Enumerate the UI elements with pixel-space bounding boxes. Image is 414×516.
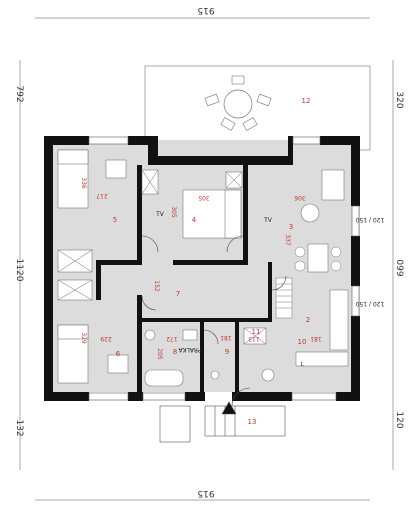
room-11-number: 11 [252,328,261,336]
dim-top: 915 [197,5,214,15]
laundry-label: PRALKA [178,346,202,353]
dining-table [294,243,342,273]
dim-right-top: 320 [394,91,404,108]
room-6-width: 229 [100,335,112,342]
room-10-number: 10 [298,338,307,346]
dim-left-top: 792 [14,85,24,102]
room-11-width: 113 [248,335,260,342]
bed-room-4 [182,189,242,239]
room-8-number: 8 [173,348,177,356]
room-13-number: 13 [248,418,257,426]
dim-bottom: 915 [197,488,214,498]
room-6-number: 6 [116,350,121,358]
room-8-width: 172 [166,335,178,342]
sofa [300,169,345,223]
room-12-number: 12 [302,97,311,105]
room-7-width: 152 [153,280,160,292]
terrace-table [204,75,272,131]
fridge-label: L [300,361,304,368]
dimension-lines [19,17,394,501]
kitchen-counter [295,289,349,367]
room-3-number: 3 [289,223,293,231]
door-swings [141,235,287,407]
room-8-depth: 205 [156,348,163,360]
room-4-width: 305 [198,194,210,201]
dim-left-middle: 1120 [14,259,24,282]
desk-room-5 [105,159,127,179]
room-3-depth: 337 [284,234,291,246]
room-7-number: 7 [176,290,180,298]
room-11-depth: 181 [220,334,232,341]
bathroom-fixtures [144,329,275,387]
room-5-width: 217 [96,192,108,199]
dim-right-middle: 099 [394,259,404,276]
room-3-width: 306 [294,194,306,201]
room-10-width: 181 [310,335,322,342]
room-2-number: 2 [306,316,310,324]
tv-right-label: TV [263,217,273,224]
dim-right-bottom: 120 [394,411,404,428]
room-5-depth: 336 [80,177,87,189]
room-9-number: 9 [225,348,229,356]
bed-room-6 [57,324,89,384]
entrance-steps [159,401,286,443]
wardrobes [57,169,267,345]
desk-room-6 [107,354,129,374]
room-5-number: 5 [113,216,117,224]
bed-room-5 [57,149,89,209]
window-top-right-label: 120 / 150 [355,216,384,223]
windows [88,136,360,401]
room-labels: 5 217 336 6 229 329 4 305 305 3 306 337 … [80,97,384,426]
window-right-label: 120 / 150 [355,300,384,307]
room-4-number: 4 [192,216,197,224]
dim-left-bottom: 132 [14,419,24,436]
room-6-depth: 329 [80,332,87,344]
tv-left-label: TV [155,211,165,218]
stairs [275,277,293,319]
outer-walls [44,136,360,401]
inner-walls [96,165,272,392]
room-4-depth: 305 [170,206,177,218]
